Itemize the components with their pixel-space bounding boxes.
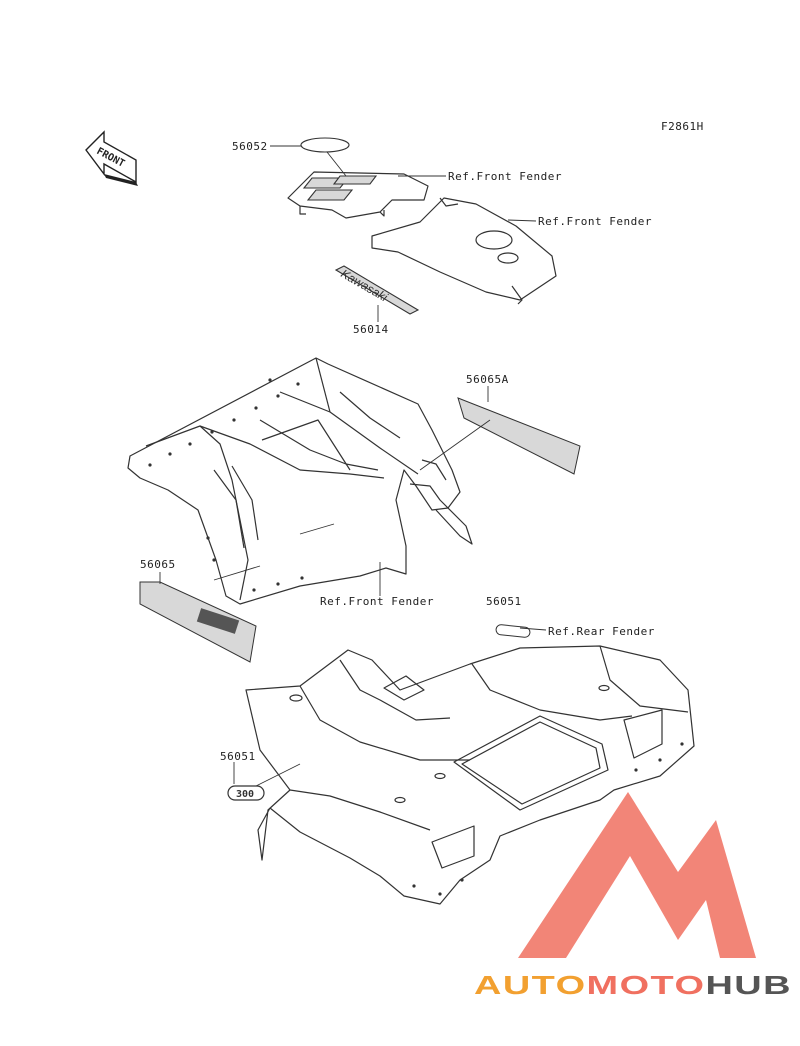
label-ref-front-fender-3: Ref.Front Fender — [320, 595, 434, 608]
label-56065a: 56065A — [466, 373, 509, 386]
front-carrier-part — [287, 171, 429, 219]
figure-code: F2861H — [661, 120, 704, 133]
decal-56065 — [139, 581, 257, 663]
label-ref-rear-fender: Ref.Rear Fender — [548, 625, 655, 638]
label-56051-left: 56051 — [220, 750, 256, 763]
label-ref-front-fender-1: Ref.Front Fender — [448, 170, 562, 183]
watermark-moto: MOTO — [587, 970, 706, 1000]
decal-56065a — [457, 397, 581, 475]
label-56051-top: 56051 — [486, 595, 522, 608]
decal-56014-kawasaki: Kawasaki — [334, 265, 420, 315]
label-56052: 56052 — [232, 140, 268, 153]
front-fender-inner-part — [371, 197, 557, 305]
badge-56051-300: 300 — [227, 785, 265, 801]
sticker-56052-oval — [300, 137, 350, 153]
watermark-hub: HUB — [705, 970, 792, 1000]
label-ref-front-fender-2: Ref.Front Fender — [538, 215, 652, 228]
sticker-56051-top — [495, 624, 531, 638]
label-56014: 56014 — [353, 323, 389, 336]
decal-kawasaki-text: Kawasaki — [339, 266, 391, 304]
front-fender-part — [127, 357, 473, 605]
badge-300-text: 300 — [236, 789, 254, 800]
watermark-auto: AUTO — [474, 970, 587, 1000]
front-arrow-icon: FRONT — [85, 130, 138, 186]
rear-fender-part — [245, 645, 695, 905]
automotohub-logo-icon — [518, 792, 756, 958]
label-56065: 56065 — [140, 558, 176, 571]
